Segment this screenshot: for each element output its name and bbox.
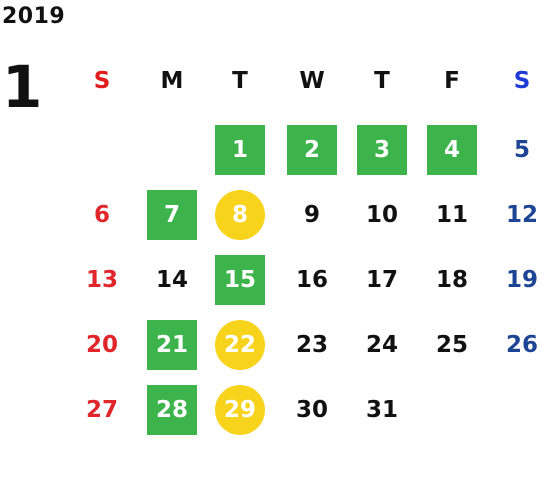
day-cell-20[interactable]: 20 [85,332,118,358]
day-cell-15[interactable]: 15 [215,255,265,305]
day-cell-3[interactable]: 3 [357,125,407,175]
day-cell-22[interactable]: 22 [215,320,265,370]
weekday-header-0: S [93,68,111,94]
day-cell-19[interactable]: 19 [505,267,538,293]
day-cell-5[interactable]: 5 [513,137,530,163]
weekday-header-2: T [232,68,248,94]
day-cell-21[interactable]: 21 [147,320,197,370]
month-number: 1 [2,53,43,121]
weekday-header-3: W [299,68,325,94]
day-cell-29[interactable]: 29 [215,385,265,435]
day-cell-27[interactable]: 27 [85,397,118,423]
day-cell-12[interactable]: 12 [505,202,538,228]
day-cell-11[interactable]: 11 [435,202,468,228]
day-cell-10[interactable]: 10 [365,202,398,228]
weekday-header-6: S [513,68,531,94]
day-cell-25[interactable]: 25 [435,332,468,358]
day-cell-2[interactable]: 2 [287,125,337,175]
day-cell-7[interactable]: 7 [147,190,197,240]
day-cell-4[interactable]: 4 [427,125,477,175]
day-cell-30[interactable]: 30 [295,397,328,423]
day-cell-17[interactable]: 17 [365,267,398,293]
weekday-header-5: F [444,68,460,94]
weekday-header-1: M [160,68,184,94]
weekday-header-4: T [374,68,390,94]
day-cell-16[interactable]: 16 [295,267,328,293]
day-cell-28[interactable]: 28 [147,385,197,435]
day-cell-23[interactable]: 23 [295,332,328,358]
day-cell-6[interactable]: 6 [93,202,110,228]
day-cell-9[interactable]: 9 [303,202,320,228]
day-cell-26[interactable]: 26 [505,332,538,358]
day-cell-31[interactable]: 31 [365,397,398,423]
day-cell-24[interactable]: 24 [365,332,398,358]
day-cell-13[interactable]: 13 [85,267,118,293]
day-cell-14[interactable]: 14 [155,267,188,293]
year-label: 2019 [2,4,66,29]
day-cell-8[interactable]: 8 [215,190,265,240]
day-cell-1[interactable]: 1 [215,125,265,175]
day-cell-18[interactable]: 18 [435,267,468,293]
